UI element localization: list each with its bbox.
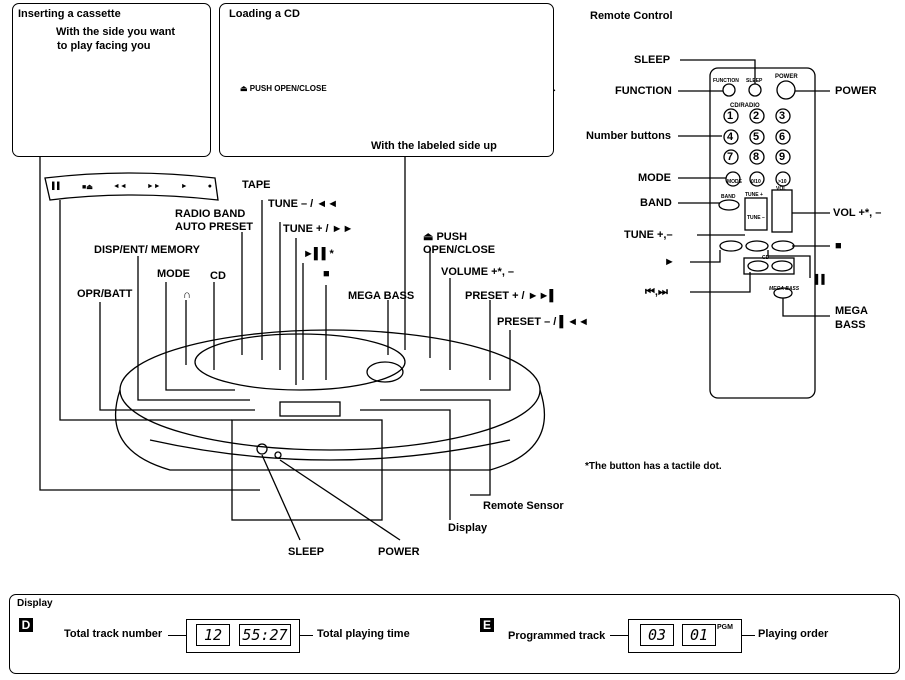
label-tape: TAPE bbox=[242, 179, 271, 191]
remote-label-mode: MODE bbox=[638, 172, 671, 184]
label-play-pause: ►▌▌* bbox=[303, 248, 334, 260]
d-lcd-time: 55:27 bbox=[239, 624, 291, 646]
tape-key-rewind: ◄◄ bbox=[112, 183, 127, 190]
label-radio-band-1: RADIO BAND bbox=[175, 208, 246, 220]
label-opr-batt: OPR/BATT bbox=[77, 288, 133, 300]
d-left-label: Total track number bbox=[64, 628, 163, 640]
tape-keys-illustration bbox=[44, 172, 219, 201]
remote-label-play: ► bbox=[664, 256, 675, 268]
remote-label-power: POWER bbox=[835, 85, 877, 97]
remote-num-3: 3 bbox=[779, 110, 786, 122]
cassette-caption-1: With the side you want bbox=[56, 26, 176, 38]
label-power: POWER bbox=[378, 546, 420, 558]
remote-key-cd: CD bbox=[762, 255, 770, 261]
e-left-label: Programmed track bbox=[508, 630, 606, 642]
e-lcd-frame bbox=[628, 619, 742, 653]
headphone-icon: ∩ bbox=[183, 289, 191, 301]
e-right-label: Playing order bbox=[758, 628, 829, 640]
remote-num-8: 8 bbox=[753, 151, 760, 163]
tape-keys: ▌▌ ■⏏ ◄◄ ►► ► ● bbox=[52, 183, 212, 191]
remote-key-tune-minus: TUNE – bbox=[747, 215, 765, 221]
d-connector-right bbox=[299, 635, 313, 636]
remote-key-sleep: SLEEP bbox=[746, 78, 763, 84]
e-connector-right bbox=[741, 635, 755, 636]
remote-label-mega-bass-2: BASS bbox=[835, 319, 866, 331]
display-panel bbox=[9, 594, 900, 674]
remote-num-5: 5 bbox=[753, 131, 760, 143]
tape-key-pause: ▌▌ bbox=[52, 183, 62, 190]
footnote: *The button has a tactile dot. bbox=[585, 461, 722, 472]
label-push-open-1: ⏏ PUSH bbox=[423, 231, 468, 243]
remote-label-function: FUNCTION bbox=[615, 85, 672, 97]
cd-caption: With the labeled side up bbox=[371, 140, 497, 152]
remote-key-mega-bass: MEGA BASS bbox=[769, 286, 800, 292]
tape-key-ff: ►► bbox=[146, 183, 161, 190]
label-preset-plus: PRESET + / ►►▌ bbox=[465, 290, 558, 302]
remote-num-7: 7 bbox=[727, 151, 734, 163]
remote-num-2: 2 bbox=[753, 110, 760, 122]
label-push-open-2: OPEN/CLOSE bbox=[423, 244, 496, 256]
label-volume: VOLUME +*, – bbox=[441, 266, 515, 278]
label-stop: ■ bbox=[323, 268, 330, 280]
boombox-illustration bbox=[114, 329, 546, 521]
label-remote-sensor: Remote Sensor bbox=[483, 500, 564, 512]
remote-label-stop: ■ bbox=[835, 240, 842, 252]
remote-key-power: POWER bbox=[775, 74, 798, 80]
remote-label-tune: TUNE +,– bbox=[624, 229, 673, 241]
cassette-panel bbox=[12, 3, 211, 157]
remote-key-mode: MODE bbox=[727, 179, 742, 185]
remote-label-vol: VOL +*, – bbox=[833, 207, 882, 219]
label-tune-plus: TUNE + / ►► bbox=[283, 223, 354, 235]
tape-key-play: ► bbox=[180, 183, 188, 190]
e-lcd-order: 01 bbox=[682, 624, 716, 646]
remote-label-mega-bass-1: MEGA bbox=[835, 305, 868, 317]
remote-key-function: FUNCTION bbox=[713, 78, 739, 84]
label-sleep: SLEEP bbox=[288, 546, 325, 558]
cd-title: Loading a CD bbox=[229, 8, 300, 20]
remote-num-9: 9 bbox=[779, 151, 786, 163]
d-right-label: Total playing time bbox=[317, 628, 410, 640]
remote-num-1: 1 bbox=[727, 110, 734, 122]
d-lcd-frame bbox=[186, 619, 300, 653]
label-mode: MODE bbox=[157, 268, 190, 280]
remote-num-4: 4 bbox=[727, 131, 734, 143]
remote-key-tune-plus: TUNE + bbox=[745, 192, 763, 198]
remote-title: Remote Control bbox=[590, 10, 673, 22]
e-pgm-indicator: PGM bbox=[717, 624, 733, 631]
remote-key-plus10: >10 bbox=[778, 179, 787, 185]
remote-label-skip: ⏮,⏭ bbox=[645, 286, 668, 298]
label-tune-minus: TUNE – / ◄◄ bbox=[268, 198, 339, 210]
remote-key-zero10: 0/10 bbox=[751, 179, 761, 185]
tape-key-record: ● bbox=[207, 183, 212, 190]
tag-e: E bbox=[480, 618, 494, 632]
tag-d: D bbox=[19, 618, 33, 632]
d-connector-left bbox=[168, 635, 186, 636]
cassette-caption-2: to play facing you bbox=[57, 40, 151, 52]
remote-label-band: BAND bbox=[640, 197, 672, 209]
d-lcd-track: 12 bbox=[196, 624, 230, 646]
label-preset-minus: PRESET – / ▌◄◄ bbox=[497, 316, 589, 328]
remote-label-sleep: SLEEP bbox=[634, 54, 671, 66]
label-radio-band-2: AUTO PRESET bbox=[175, 221, 254, 233]
label-display: Display bbox=[448, 522, 488, 534]
label-cd: CD bbox=[210, 270, 226, 282]
remote-num-6: 6 bbox=[779, 131, 786, 143]
tape-key-stop-eject: ■⏏ bbox=[81, 184, 93, 191]
label-mega-bass: MEGA BASS bbox=[348, 290, 415, 302]
remote-key-vol: VOL bbox=[776, 186, 787, 192]
e-lcd-track: 03 bbox=[640, 624, 674, 646]
remote-key-cd-radio: CD/RADIO bbox=[730, 103, 760, 109]
remote-label-pause: ▌▌ bbox=[815, 274, 828, 284]
remote-label-number-buttons: Number buttons bbox=[586, 130, 671, 142]
remote-illustration bbox=[709, 67, 816, 399]
label-disp: DISP/ENT/ MEMORY bbox=[94, 244, 200, 256]
cd-push-label: ⏏ PUSH OPEN/CLOSE bbox=[240, 84, 327, 93]
display-panel-title: Display bbox=[17, 598, 53, 609]
e-connector-left bbox=[610, 635, 628, 636]
cd-panel bbox=[219, 3, 554, 157]
remote-key-band: BAND bbox=[721, 194, 736, 200]
cassette-title: Inserting a cassette bbox=[18, 8, 121, 20]
